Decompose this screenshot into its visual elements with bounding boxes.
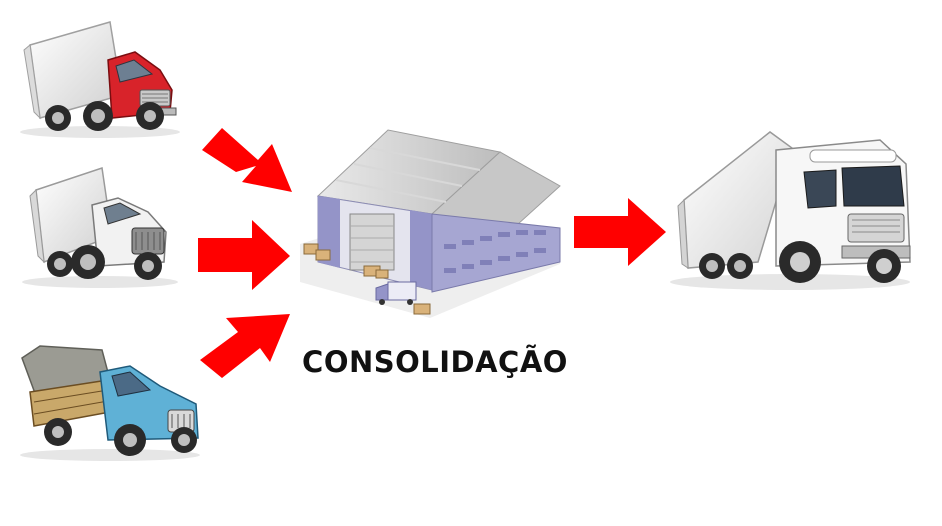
semi-truck-icon [670, 131, 911, 290]
pallet-boxes [303, 243, 431, 315]
consolidation-caption: CONSOLIDAÇÃO [302, 345, 568, 379]
arrow-middle-to-warehouse [198, 220, 290, 290]
arrow-bottom-to-warehouse [200, 314, 290, 378]
warehouse-door [349, 213, 395, 271]
warehouse-icon [300, 129, 561, 318]
white-box-truck-icon [22, 167, 178, 288]
red-box-truck-icon [20, 21, 180, 138]
blue-flatbed-truck-icon [20, 345, 200, 461]
arrow-warehouse-to-semi [574, 198, 666, 266]
delivery-van-icon [375, 281, 417, 305]
arrow-top-to-warehouse [202, 128, 292, 192]
